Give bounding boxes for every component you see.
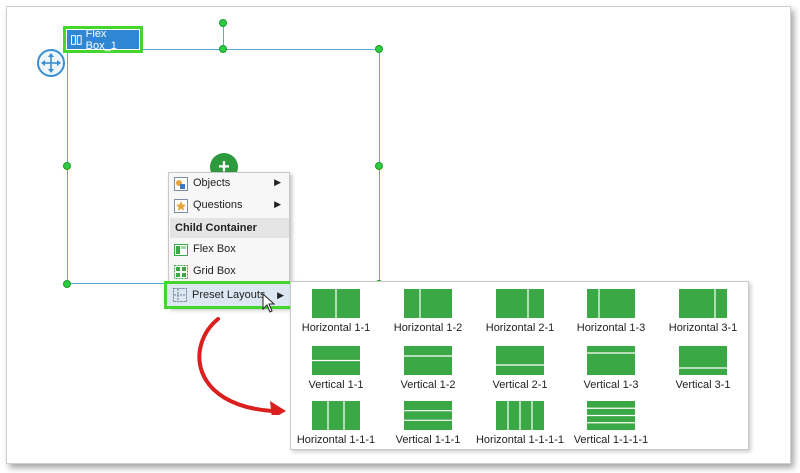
rotate-handle-line (223, 23, 224, 49)
layout-thumbnail (312, 289, 360, 318)
resize-handle-top-right[interactable] (375, 45, 383, 53)
layout-label: Horizontal 1-1 (301, 322, 371, 334)
preset-layouts-icon (173, 288, 187, 302)
layout-horizontal-1-1[interactable]: Horizontal 1-1 (291, 282, 381, 340)
layout-thumbnail (587, 346, 635, 375)
layout-horizontal-1-1-1-1[interactable]: Horizontal 1-1-1-1 (475, 394, 565, 452)
layout-label: Vertical 1-3 (583, 379, 639, 391)
layout-vertical-1-2[interactable]: Vertical 1-2 (383, 339, 473, 397)
resize-handle-bottom-left[interactable] (63, 280, 71, 288)
questions-icon (174, 199, 188, 213)
layout-vertical-1-3[interactable]: Vertical 1-3 (566, 339, 656, 397)
layout-thumbnail (496, 401, 544, 430)
resize-handle-top[interactable] (219, 45, 227, 53)
layout-horizontal-1-2[interactable]: Horizontal 1-2 (383, 282, 473, 340)
layout-thumbnail (404, 346, 452, 375)
layout-horizontal-1-1-1[interactable]: Horizontal 1-1-1 (291, 394, 381, 452)
layout-vertical-2-1[interactable]: Vertical 2-1 (475, 339, 565, 397)
layout-vertical-1-1-1[interactable]: Vertical 1-1-1 (383, 394, 473, 452)
menu-item-questions[interactable]: Questions ▶ (169, 195, 289, 217)
annotation-arrow-icon (197, 317, 286, 415)
resize-handle-left[interactable] (63, 162, 71, 170)
layout-label: Horizontal 1-1-1-1 (475, 434, 565, 446)
menu-item-objects-label: Objects (193, 177, 231, 189)
layout-label: Vertical 1-1-1 (395, 434, 461, 446)
menu-item-flex-box-label: Flex Box (193, 243, 236, 255)
layout-label: Horizontal 3-1 (668, 322, 738, 334)
layout-label: Horizontal 1-3 (576, 322, 646, 334)
layout-horizontal-1-3[interactable]: Horizontal 1-3 (566, 282, 656, 340)
preset-layouts-submenu: Horizontal 1-1 Horizontal 1-2 Horizontal… (290, 281, 749, 450)
menu-item-preset-layouts-label: Preset Layouts (192, 289, 266, 301)
layout-thumbnail (587, 289, 635, 318)
layout-thumbnail (679, 289, 727, 318)
layout-label: Horizontal 1-2 (393, 322, 463, 334)
move-arrows-icon[interactable] (37, 49, 65, 77)
layout-thumbnail (312, 401, 360, 430)
flexbox-name-label: Flex Box_1 (85, 27, 117, 52)
flex-box-icon (174, 244, 188, 256)
menu-item-grid-box-label: Grid Box (193, 265, 236, 277)
resize-handle-right[interactable] (375, 162, 383, 170)
layout-label: Vertical 1-1 (308, 379, 364, 391)
flex-box-tag-icon (71, 34, 82, 45)
layout-thumbnail (312, 346, 360, 375)
layout-thumbnail (496, 289, 544, 318)
rotate-handle[interactable] (219, 19, 227, 27)
submenu-arrow-icon: ▶ (274, 177, 281, 187)
menu-item-preset-layouts[interactable]: Preset Layouts ▶ (164, 281, 297, 309)
menu-item-questions-label: Questions (193, 199, 243, 211)
layout-horizontal-3-1[interactable]: Horizontal 3-1 (658, 282, 748, 340)
layout-thumbnail (404, 401, 452, 430)
menu-section-header: Child Container (170, 218, 289, 238)
layout-thumbnail (587, 401, 635, 430)
layout-label: Horizontal 1-1-1 (296, 434, 376, 446)
layout-thumbnail (679, 346, 727, 375)
layout-vertical-1-1-1-1[interactable]: Vertical 1-1-1-1 (566, 394, 656, 452)
layout-thumbnail (404, 289, 452, 318)
grid-box-icon (174, 265, 188, 279)
submenu-arrow-icon: ▶ (277, 290, 284, 300)
layout-vertical-1-1[interactable]: Vertical 1-1 (291, 339, 381, 397)
layout-label: Vertical 1-1-1-1 (573, 434, 649, 446)
layout-thumbnail (496, 346, 544, 375)
flexbox-name-tag[interactable]: Flex Box_1 (67, 27, 139, 52)
layout-label: Horizontal 2-1 (485, 322, 555, 334)
layout-label: Vertical 2-1 (492, 379, 548, 391)
menu-item-flex-box[interactable]: Flex Box (169, 239, 289, 261)
mouse-pointer-icon (262, 293, 276, 313)
layout-label: Vertical 1-2 (400, 379, 456, 391)
layout-horizontal-2-1[interactable]: Horizontal 2-1 (475, 282, 565, 340)
layout-label: Vertical 3-1 (675, 379, 731, 391)
submenu-arrow-icon: ▶ (274, 199, 281, 209)
objects-icon (174, 177, 188, 191)
layout-vertical-3-1[interactable]: Vertical 3-1 (658, 339, 748, 397)
menu-item-grid-box[interactable]: Grid Box (169, 261, 289, 283)
menu-item-objects[interactable]: Objects ▶ (169, 173, 289, 195)
